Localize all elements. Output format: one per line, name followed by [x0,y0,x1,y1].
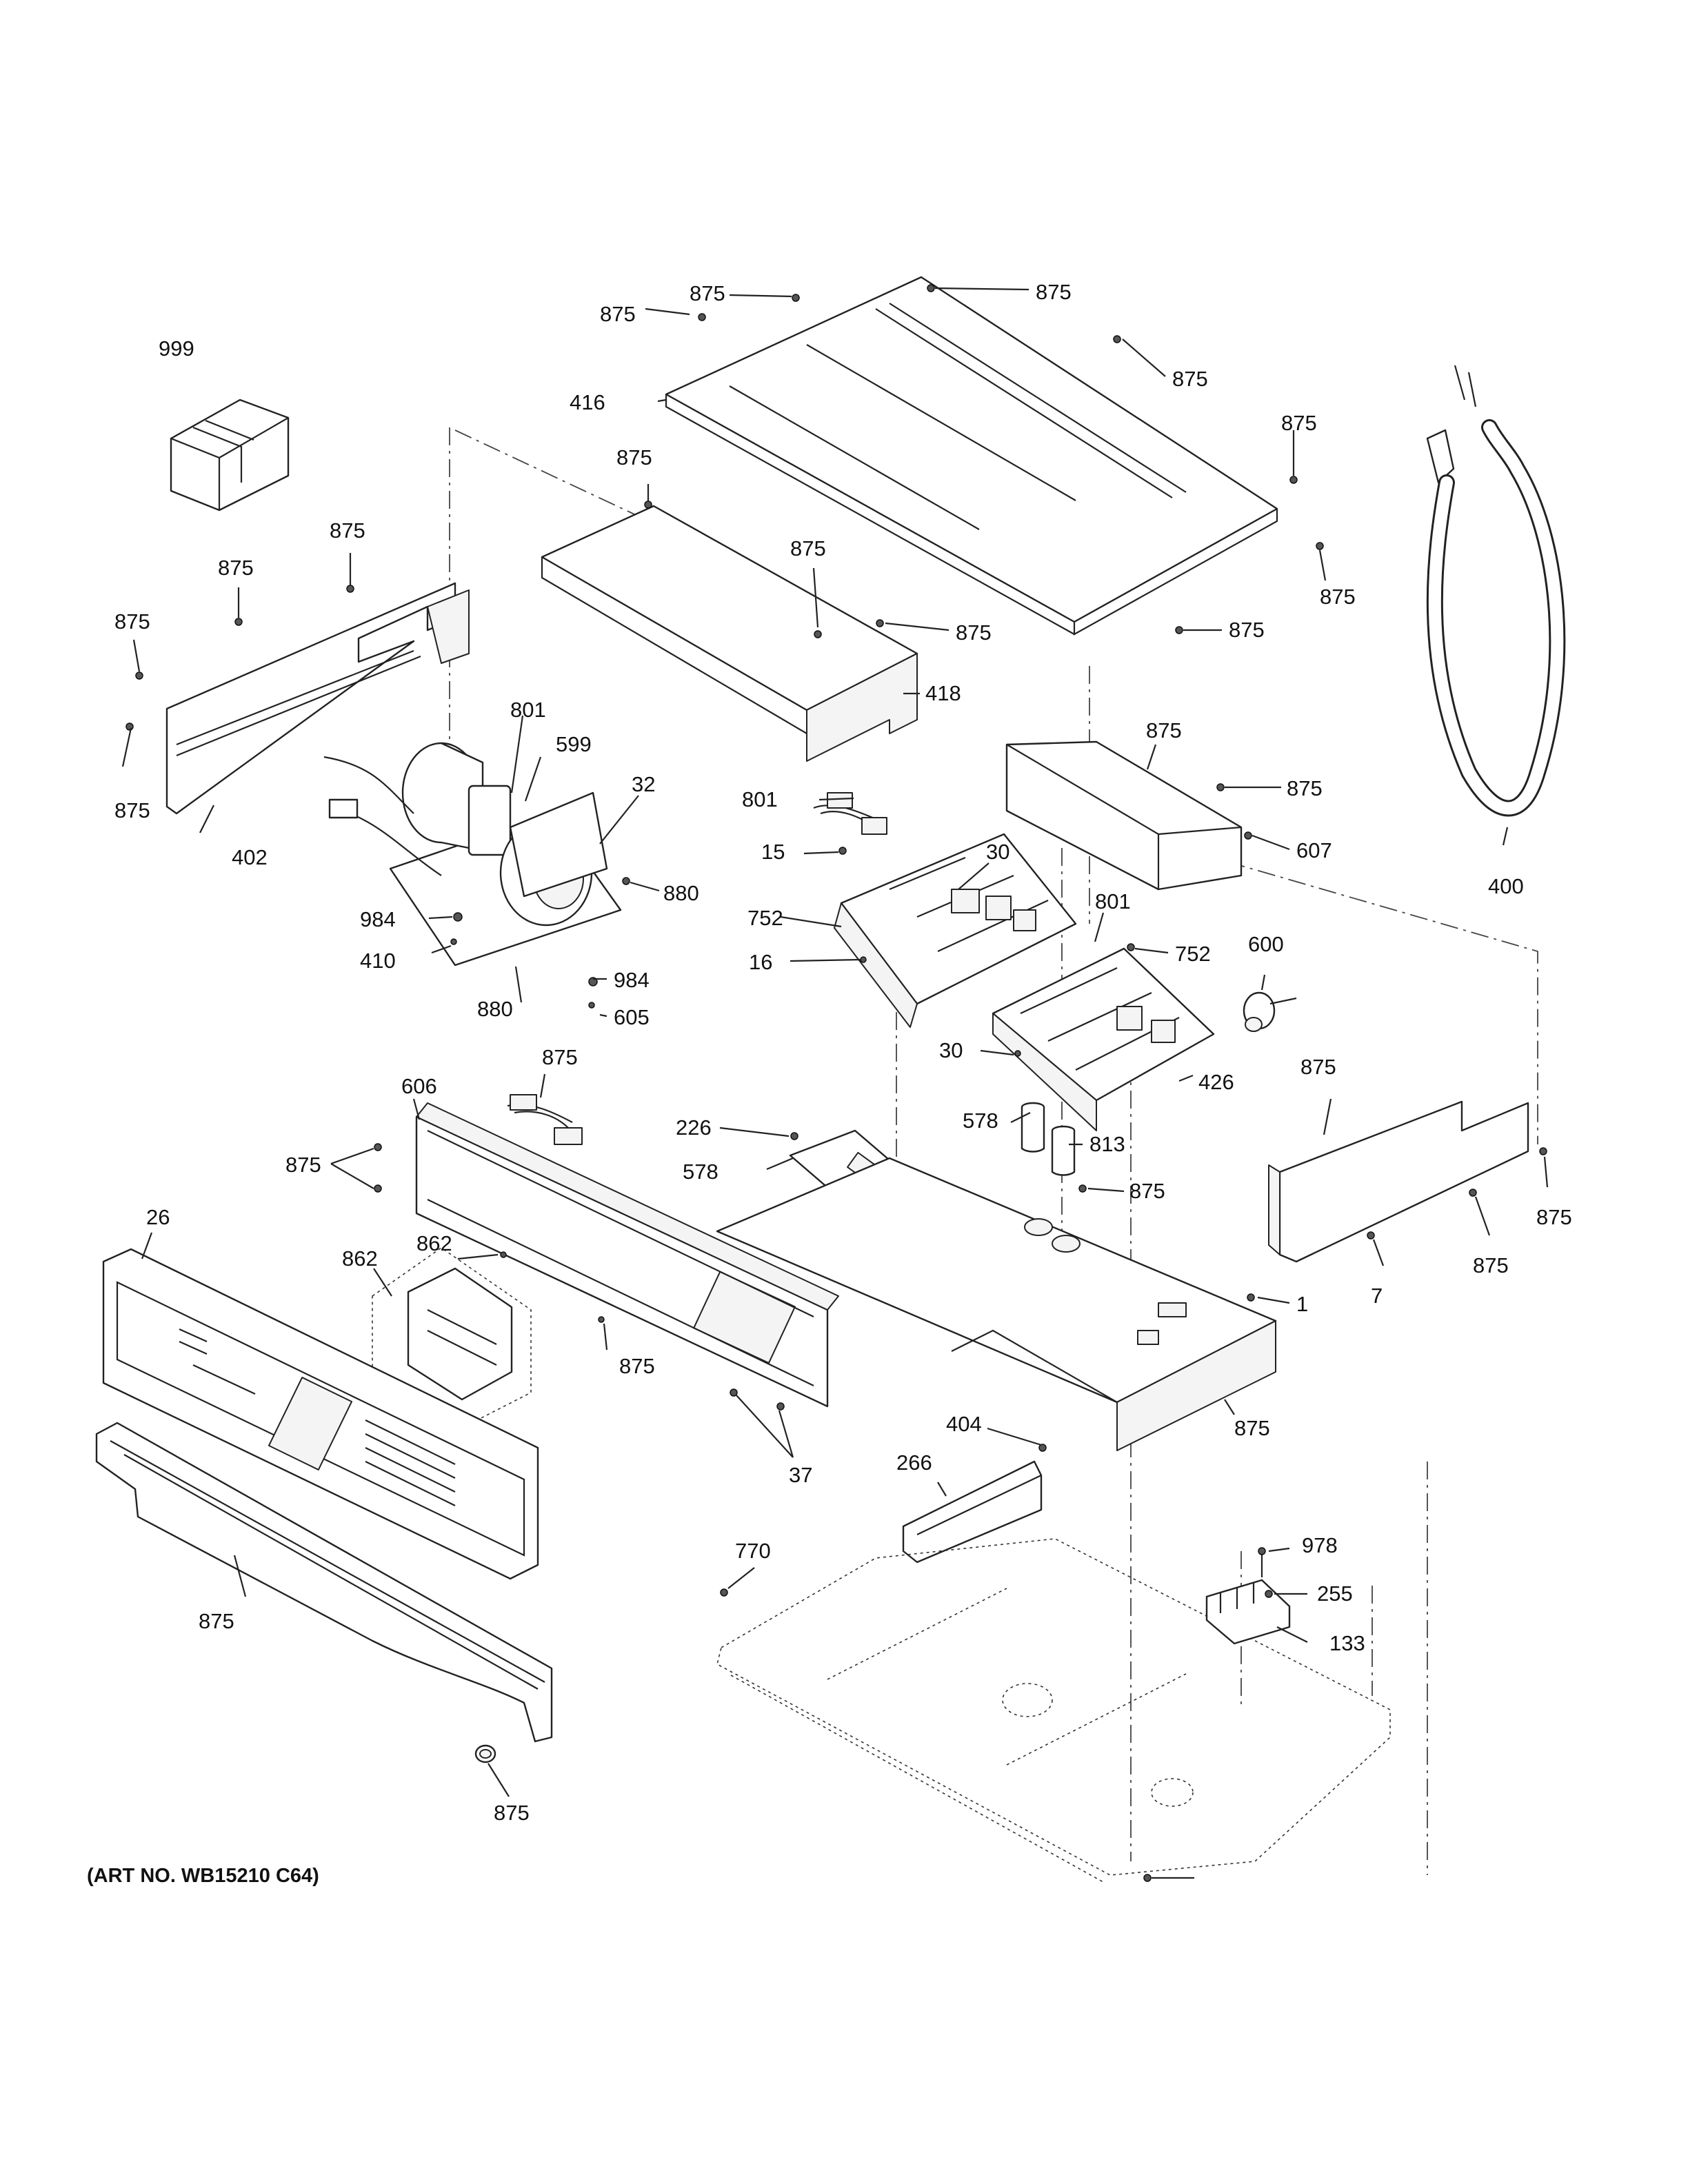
callout-875: 875 [330,518,365,543]
callout-15: 30 [986,840,1009,864]
callout-813: 875 [1129,1179,1165,1203]
control-board-16 [992,947,1215,1131]
blower-32 [323,742,622,967]
callout-984: 410 [360,949,396,973]
base-plate [716,1538,1391,1883]
callout-875: 875 [600,302,636,326]
callout-875: 875 [285,1153,321,1177]
callout-16: 801 [1095,889,1131,913]
callout-606: 875 [542,1045,578,1069]
art-number-caption: (ART NO. WB15210 C64) [87,1865,319,1887]
callout-578: 813 [1089,1132,1125,1156]
callout-600: 400 [1488,874,1524,898]
callout-770: 978 [1302,1533,1338,1557]
callout-862: 875 [619,1354,655,1378]
callout-255: 133 [1329,1631,1365,1655]
callout-404: 266 [896,1450,932,1475]
callout-875: 875 [114,609,150,634]
callout-875: 875 [690,281,725,305]
callout-875: 875 [1287,776,1323,800]
callout-875: 607 [1296,838,1332,862]
callout-426: 875 [1146,718,1182,742]
callout-30: 426 [1198,1070,1234,1094]
callout-599: 599 [556,732,592,756]
cover-426 [1005,740,1243,891]
callout-801: 801 [510,698,546,722]
callout-984: 605 [614,1005,650,1029]
knob-133 [474,1744,496,1763]
callout-578: 578 [963,1109,998,1133]
callout-875: 1 [1296,1292,1308,1316]
callout-875: 875 [1281,411,1317,435]
callout-801: 752 [1175,942,1211,966]
callout-418: 418 [925,681,961,705]
callout-266: 875 [199,1609,234,1633]
control-panel-1 [102,1248,539,1580]
callout-875: 875 [1036,280,1072,304]
callout-875: 875 [114,798,150,822]
module-26 [372,1247,532,1425]
callout-402: 402 [232,845,268,869]
callout-875: 37 [789,1463,812,1487]
callout-801: 15 [761,840,785,864]
callout-416: 416 [570,390,605,414]
callout-875: 875 [1473,1253,1509,1277]
channel-418 [541,505,918,762]
callout-37: 875 [1234,1416,1270,1440]
callout-875: 875 [790,536,826,560]
callout-752: 30 [939,1038,963,1062]
callout-30: 752 [747,906,783,930]
top-cover-416 [665,276,1278,636]
callout-226: 578 [683,1160,719,1184]
callout-26: 862 [342,1246,378,1271]
callout-752: 16 [749,950,772,974]
front-frame-7 [415,1102,839,1408]
callout-875: 875 [956,620,992,645]
callout-1: 26 [146,1205,170,1229]
callout-410: 880 [477,997,513,1021]
chassis-37 [716,1157,1277,1451]
switch-607 [1243,991,1297,1032]
callout-880: 984 [614,968,650,992]
callout-32: 32 [632,772,655,796]
callout-875: 875 [1172,367,1208,391]
callout-875: 226 [676,1115,712,1140]
fasteners [125,284,1547,1882]
callout-875: 7 [1371,1284,1383,1308]
callout-875: 875 [1536,1205,1572,1229]
side-bracket-400 [1268,1100,1529,1263]
harness-606 [507,1094,583,1145]
bracket-404 [902,1460,1043,1564]
callout-875: 875 [616,445,652,469]
box-999 [170,398,290,512]
callout-875: 880 [663,881,699,905]
callout-400: 875 [1300,1055,1336,1079]
control-board-15 [834,833,1077,1028]
trim-266 [95,1422,553,1743]
power-cord-600 [1426,365,1566,817]
callout-875: 770 [735,1539,771,1563]
callout-607: 600 [1248,932,1284,956]
callout-880: 984 [360,907,396,931]
capacitor-578-b [1051,1125,1076,1176]
callout-605: 801 [742,787,778,811]
callout-999: 999 [159,336,194,361]
callout-7: 606 [401,1074,437,1098]
leader-lines [121,287,1549,1879]
side-bracket-402 [165,582,470,815]
capacitor-578-a [1021,1102,1045,1153]
callout-875: 875 [1229,618,1265,642]
callout-875: 875 [218,556,254,580]
callout-862: 862 [416,1231,452,1255]
callout-133: 875 [494,1801,530,1825]
harness-605 [813,792,887,835]
callout-labels: 875 875 875 416 875 875 999 875 875 875 … [114,280,1572,1825]
callout-978: 255 [1317,1581,1353,1606]
callout-875: 404 [946,1412,982,1436]
terminal-block-255 [1205,1550,1291,1645]
callout-875: 875 [1320,585,1356,609]
